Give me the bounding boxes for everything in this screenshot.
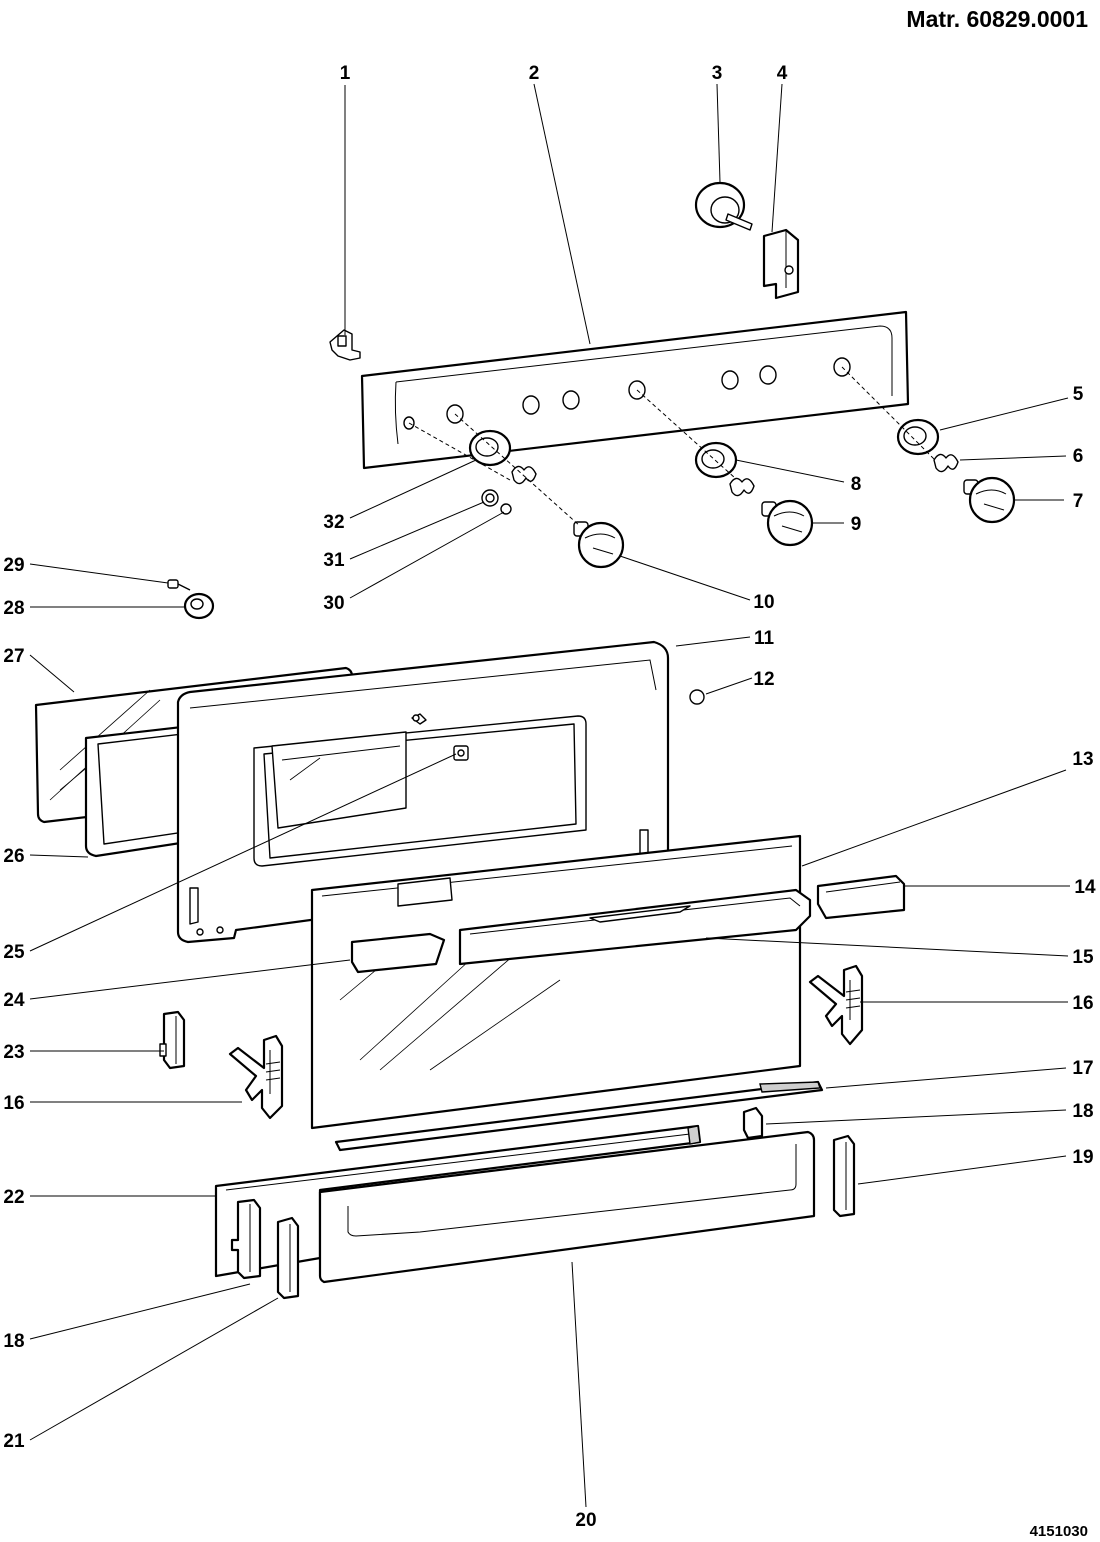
part-2-control-panel (360, 310, 910, 470)
callout-12: 12 (753, 669, 774, 690)
callout-26: 26 (3, 846, 24, 867)
part-12-cap (689, 689, 705, 705)
callout-20: 20 (575, 1510, 596, 1531)
callout-16-left: 16 (3, 1093, 24, 1114)
callout-29: 29 (3, 555, 24, 576)
document-number: 4151030 (1029, 1523, 1088, 1540)
part-10-knob (573, 521, 625, 569)
callout-21: 21 (3, 1431, 25, 1452)
callout-32: 32 (323, 512, 344, 533)
callout-4: 4 (777, 63, 788, 84)
part-17-strip (334, 1080, 824, 1152)
callout-2: 2 (529, 63, 540, 84)
part-15-handle-strip (458, 888, 812, 966)
part-20-handle-front (318, 1130, 816, 1284)
callout-28: 28 (3, 598, 24, 619)
part-28-cap (183, 592, 215, 620)
part-21-end-piece (276, 1216, 300, 1300)
part-16-hinge-left (228, 1034, 284, 1120)
callout-22: 22 (3, 1187, 24, 1208)
leader-lines (29, 83, 1070, 1508)
part-14-end-cap (816, 874, 906, 920)
callout-9: 9 (851, 514, 862, 535)
callout-30: 30 (323, 593, 344, 614)
part-5-bezel (896, 418, 940, 456)
callout-6: 6 (1073, 446, 1084, 467)
callout-23: 23 (3, 1042, 24, 1063)
callout-10: 10 (753, 592, 774, 613)
material-number: Matr. 60829.0001 (906, 6, 1088, 32)
callout-19: 19 (1072, 1147, 1093, 1168)
part-6-spring (933, 453, 959, 473)
part-1-switch (329, 329, 361, 361)
callout-27: 27 (3, 646, 24, 667)
part-19-end-piece (832, 1134, 856, 1218)
callout-11: 11 (754, 628, 775, 649)
callout-24: 24 (3, 990, 25, 1011)
callout-5: 5 (1073, 384, 1084, 405)
callout-14: 14 (1074, 877, 1096, 898)
spring-middle (729, 477, 755, 497)
callout-7: 7 (1073, 491, 1084, 512)
part-32-bezel (468, 429, 512, 467)
callout-8: 8 (851, 474, 862, 495)
part-16-hinge-right (808, 964, 864, 1046)
part-18-end-piece-left (230, 1198, 262, 1280)
part-18-end-piece-top (742, 1106, 764, 1140)
part-29-screw (167, 579, 191, 591)
part-31-washer (481, 489, 499, 507)
callout-13: 13 (1072, 749, 1093, 770)
callout-labels: 1 2 3 4 5 6 7 8 9 10 11 12 13 14 15 16 1… (3, 63, 1096, 1531)
part-4-bracket (762, 228, 800, 300)
part-22-lower-back-panel (214, 1124, 702, 1278)
callout-1: 1 (340, 63, 351, 84)
callout-15: 15 (1072, 947, 1094, 968)
part-30-small-cap (500, 503, 512, 515)
callout-16-right: 16 (1072, 993, 1093, 1014)
part-7-knob (963, 476, 1016, 524)
part-3-timer (694, 181, 753, 231)
callout-31: 31 (323, 550, 345, 571)
callout-18-left: 18 (3, 1331, 24, 1352)
part-23-clip (159, 1010, 186, 1070)
part-9-knob (761, 499, 814, 547)
part-24-end-cap (350, 932, 446, 974)
callout-25: 25 (3, 942, 25, 963)
spring-left (511, 465, 537, 485)
callout-18-right: 18 (1072, 1101, 1093, 1122)
part-25-fixing (453, 745, 469, 761)
callout-17: 17 (1072, 1058, 1093, 1079)
callout-3: 3 (712, 63, 723, 84)
